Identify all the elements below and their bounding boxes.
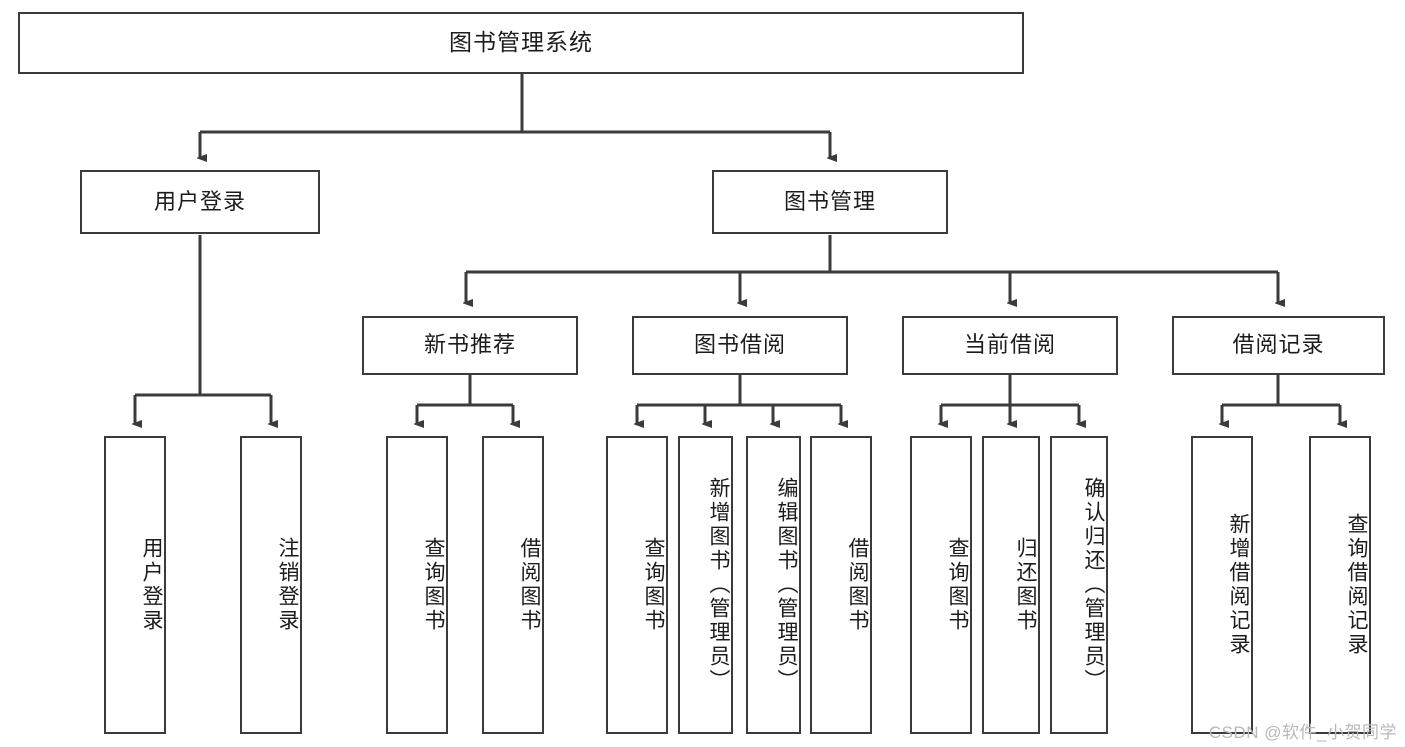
- leaf-label: 新增借阅记录: [1227, 513, 1250, 657]
- leaf-label: 用户登录: [140, 537, 163, 633]
- leaf-borrow-add-book-admin[interactable]: 新增图书（管理员）: [678, 436, 733, 734]
- leaf-current-return-book[interactable]: 归还图书: [982, 436, 1040, 734]
- leaf-current-query-book[interactable]: 查询图书: [910, 436, 972, 734]
- leaf-recommend-borrow-book[interactable]: 借阅图书: [482, 436, 544, 734]
- leaf-user-login-login[interactable]: 用户登录: [104, 436, 166, 734]
- leaf-borrow-query-book[interactable]: 查询图书: [606, 436, 668, 734]
- leaf-borrow-borrow-book[interactable]: 借阅图书: [810, 436, 872, 734]
- leaf-record-add-record[interactable]: 新增借阅记录: [1191, 436, 1253, 734]
- leaf-label: 新增图书（管理员）: [707, 477, 730, 693]
- leaf-label: 注销登录: [276, 537, 299, 633]
- node-root-system[interactable]: 图书管理系统: [18, 12, 1024, 74]
- leaf-record-query-record[interactable]: 查询借阅记录: [1309, 436, 1371, 734]
- node-borrow-record[interactable]: 借阅记录: [1172, 316, 1385, 375]
- leaf-label: 查询图书: [642, 537, 665, 633]
- node-new-book-recommend[interactable]: 新书推荐: [362, 316, 578, 375]
- watermark: CSDN @软件_小贺同学: [1208, 723, 1397, 742]
- leaf-label: 查询图书: [422, 537, 445, 633]
- leaf-label: 借阅图书: [518, 537, 541, 633]
- node-book-borrow[interactable]: 图书借阅: [632, 316, 848, 375]
- node-user-login[interactable]: 用户登录: [80, 170, 320, 234]
- leaf-borrow-edit-book-admin[interactable]: 编辑图书（管理员）: [746, 436, 801, 734]
- leaf-label: 编辑图书（管理员）: [775, 477, 798, 693]
- leaf-label: 归还图书: [1014, 537, 1037, 633]
- leaf-recommend-query-book[interactable]: 查询图书: [386, 436, 448, 734]
- leaf-label: 确认归还（管理员）: [1082, 477, 1105, 693]
- node-current-borrow[interactable]: 当前借阅: [902, 316, 1118, 375]
- node-book-management[interactable]: 图书管理: [712, 170, 948, 234]
- leaf-user-login-logout[interactable]: 注销登录: [240, 436, 302, 734]
- leaf-label: 查询借阅记录: [1345, 513, 1368, 657]
- leaf-label: 借阅图书: [846, 537, 869, 633]
- leaf-current-confirm-return-admin[interactable]: 确认归还（管理员）: [1050, 436, 1108, 734]
- leaf-label: 查询图书: [946, 537, 969, 633]
